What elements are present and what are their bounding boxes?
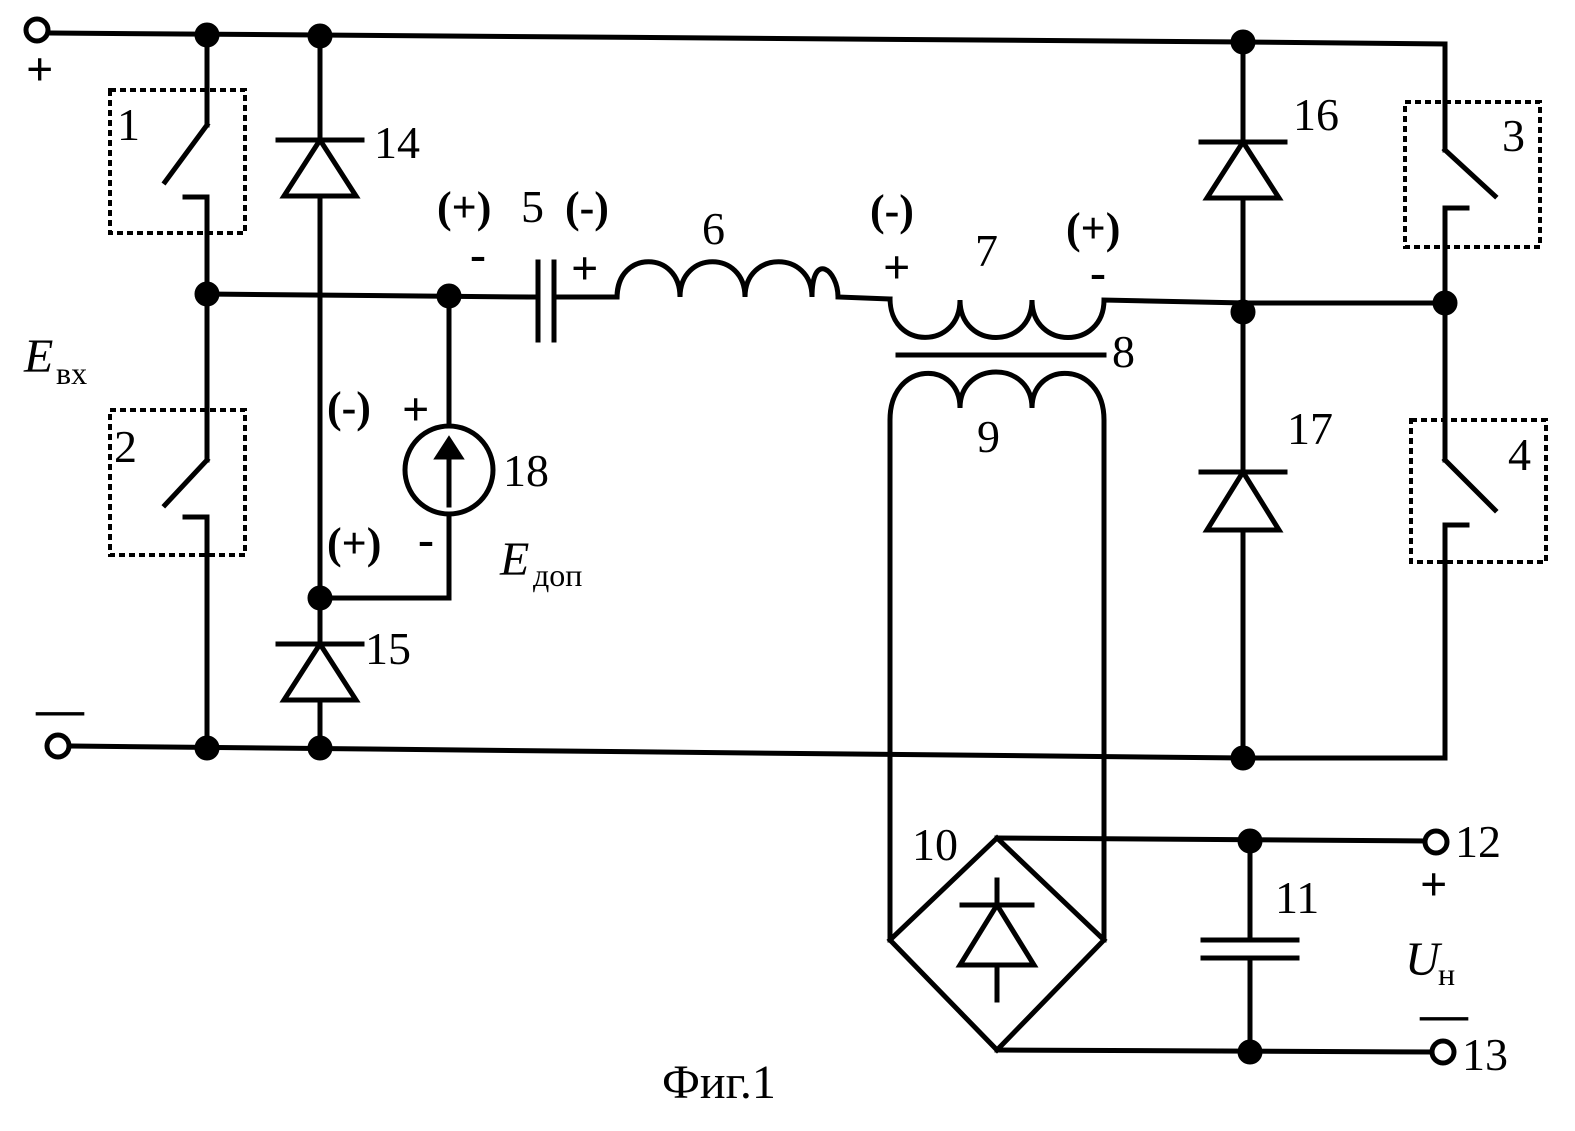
svg-text:н: н (1438, 956, 1455, 992)
c5-left-polarity: - (470, 228, 486, 281)
svg-text:E: E (23, 330, 53, 383)
switch-2-label: 2 (114, 421, 137, 472)
diode-17 (1201, 472, 1285, 530)
c5-right-polarity: + (571, 242, 598, 295)
diode-14-label: 14 (374, 117, 420, 168)
output-terminal-13[interactable] (1432, 1041, 1454, 1063)
svg-text:вх: вх (56, 355, 87, 391)
diode-15-label: 15 (365, 623, 411, 674)
extra-source-18 (405, 426, 493, 514)
switch-3-label: 3 (1502, 110, 1525, 161)
diode-16 (1201, 142, 1285, 198)
diode-15 (278, 644, 362, 700)
diode-16-label: 16 (1293, 89, 1339, 140)
svg-text:E: E (499, 533, 529, 586)
core-8-label: 8 (1112, 326, 1135, 377)
rectifier-10-label: 10 (912, 819, 958, 870)
capacitor-5-label: 5 (521, 181, 544, 232)
w7-right-polarity: - (1090, 246, 1106, 299)
svg-text:доп: доп (533, 557, 582, 593)
primary-winding-7-label: 7 (975, 225, 998, 276)
e18-bottom-alt-polarity: (+) (327, 519, 381, 568)
figure-caption: Фиг.1 (662, 1056, 776, 1109)
extra-source-18-label: 18 (503, 445, 549, 496)
output-terminal-12[interactable] (1425, 831, 1447, 853)
input-plus-sign: + (26, 43, 53, 96)
output-plus-sign: + (1420, 858, 1447, 911)
c5-left-alt-polarity: (+) (437, 183, 491, 232)
output-capacitor-11-label: 11 (1275, 872, 1319, 923)
e18-bottom-polarity: - (418, 513, 434, 566)
output-wiring (997, 838, 1432, 1052)
c5-right-alt-polarity: (-) (565, 183, 609, 232)
diode-14 (278, 140, 362, 196)
output-terminal-13-label: 13 (1462, 1029, 1508, 1080)
inductor-6-label: 6 (702, 203, 725, 254)
primary-winding-7 (890, 299, 1243, 338)
bottom-rail (72, 540, 1445, 758)
inductor-6 (617, 262, 890, 299)
w7-left-alt-polarity: (-) (870, 186, 914, 235)
output-minus-sign: — (1419, 988, 1469, 1041)
output-terminal-12-label: 12 (1455, 816, 1501, 867)
diode-17-label: 17 (1287, 403, 1333, 454)
e18-top-polarity: + (402, 383, 429, 436)
secondary-winding-9-label: 9 (977, 411, 1000, 462)
left-mid-wire (207, 294, 528, 297)
switch-4-label: 4 (1508, 429, 1531, 480)
input-plus-terminal[interactable] (26, 19, 48, 41)
output-voltage-label: U н (1405, 933, 1455, 992)
input-minus-sign: — (35, 683, 85, 736)
right-leg-wiring (1243, 112, 1495, 540)
input-minus-terminal[interactable] (47, 735, 69, 757)
input-voltage-label: E вх (23, 330, 87, 391)
extra-source-voltage-label: E доп (499, 533, 582, 593)
e18-top-alt-polarity: (-) (327, 383, 371, 432)
left-leg-wiring (165, 35, 207, 748)
output-capacitor-11 (1203, 940, 1297, 958)
switch-1-label: 1 (117, 99, 140, 150)
w7-left-polarity: + (883, 241, 910, 294)
